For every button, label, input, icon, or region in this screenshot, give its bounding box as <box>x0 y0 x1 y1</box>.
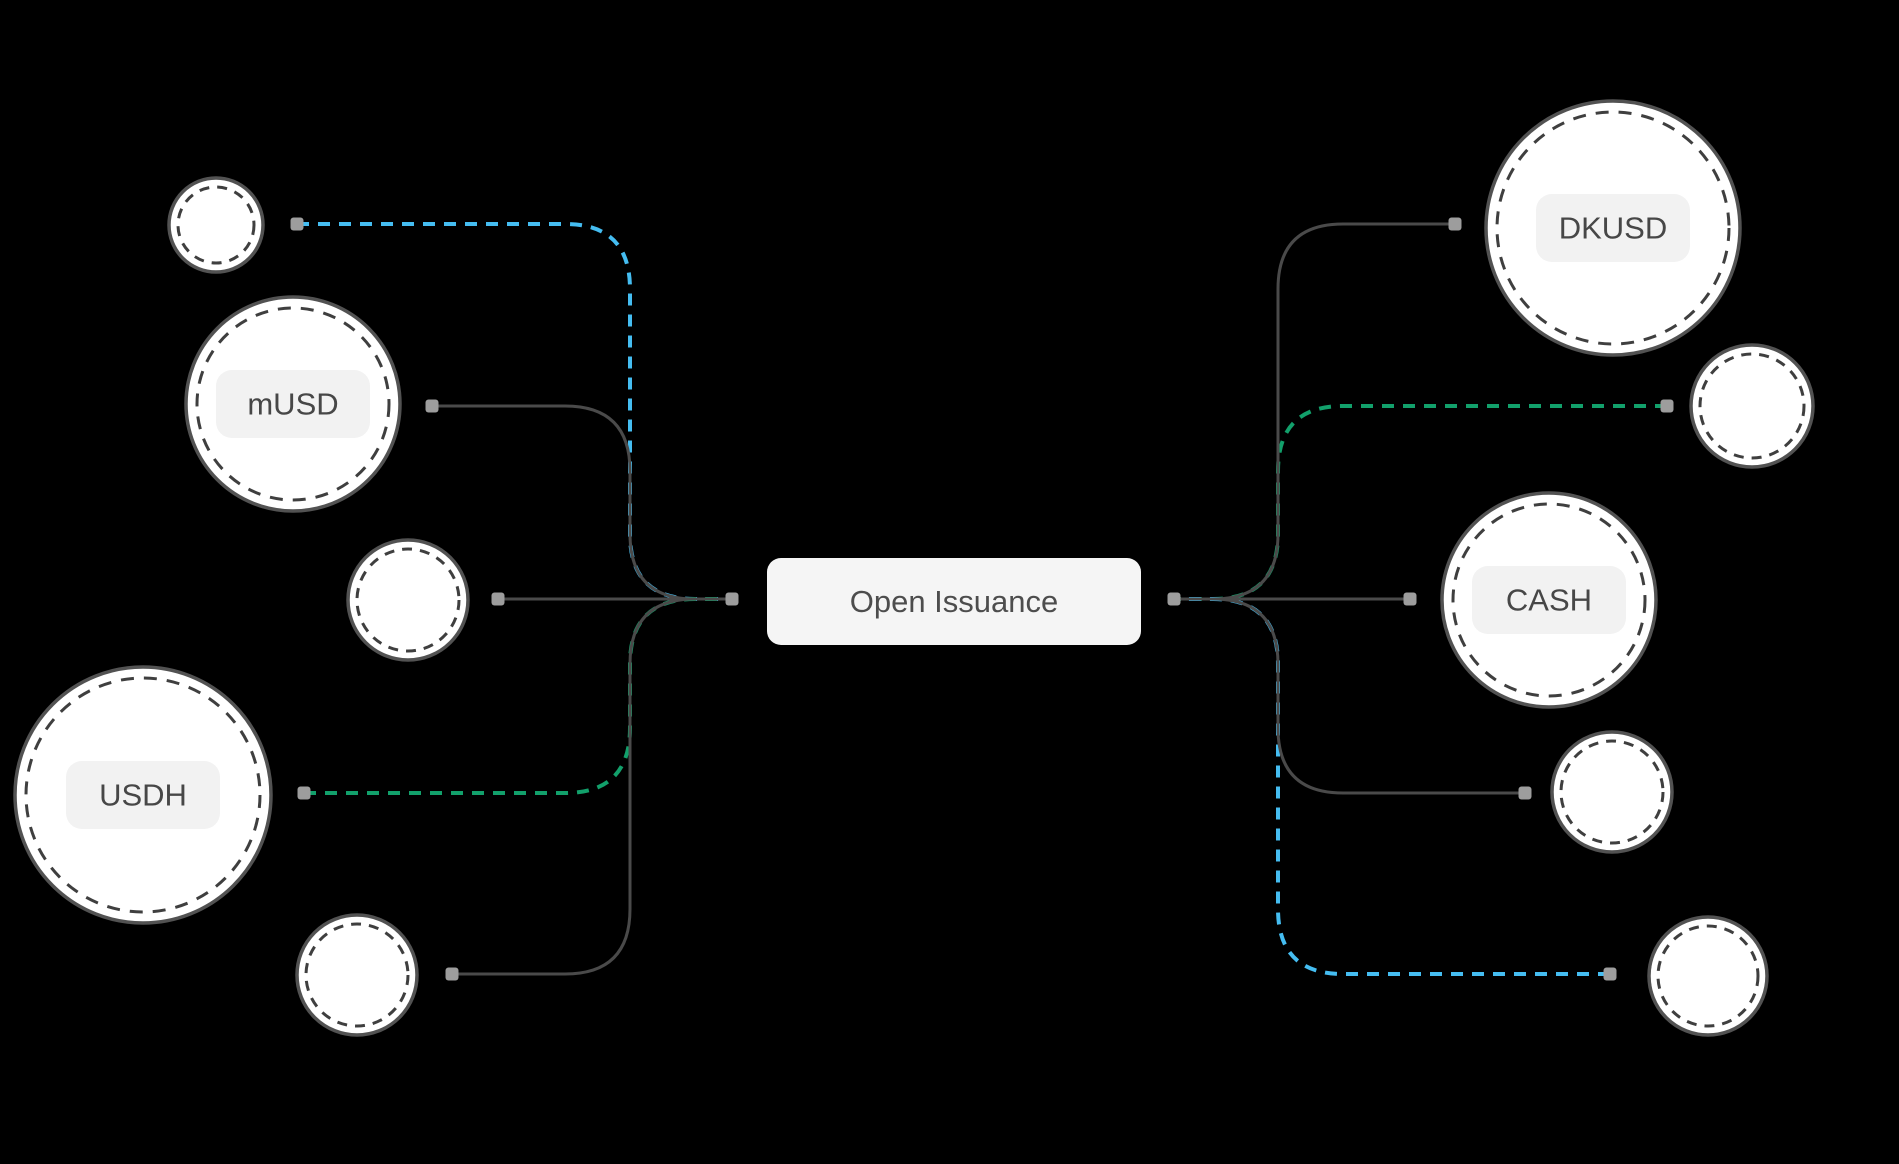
connector-square-right-lower <box>1518 786 1532 800</box>
center-connector-square-right <box>1167 592 1181 606</box>
squares-layer <box>290 217 1674 981</box>
node-label-pill <box>1536 194 1690 262</box>
node-right-upper[interactable] <box>1689 343 1815 469</box>
connector-square-left-bottom <box>445 967 459 981</box>
node-right-lower[interactable] <box>1550 730 1674 854</box>
node-usdh[interactable]: USDH <box>13 665 273 925</box>
node-label-pill <box>216 370 370 438</box>
node-cash[interactable]: CASH <box>1440 491 1658 709</box>
node-dashed-ring <box>1495 110 1731 346</box>
connector-square-cash <box>1403 592 1417 606</box>
node-dashed-ring <box>176 185 256 265</box>
node-circle[interactable] <box>167 176 265 274</box>
node-label: DKUSD <box>1559 211 1668 246</box>
node-label: USDH <box>99 778 187 813</box>
node-label: CASH <box>1506 583 1592 618</box>
edge-left-bottom <box>452 597 732 976</box>
center-connector-square-left <box>725 592 739 606</box>
node-left-middle[interactable] <box>346 538 470 662</box>
node-dashed-ring <box>1698 352 1806 460</box>
node-circle[interactable] <box>295 913 419 1037</box>
node-dashed-ring <box>195 306 391 502</box>
node-circle[interactable] <box>1550 730 1674 854</box>
node-label: mUSD <box>247 387 338 422</box>
center-node-box[interactable] <box>767 558 1141 645</box>
node-circle[interactable] <box>346 538 470 662</box>
node-dkusd[interactable]: DKUSD <box>1484 99 1742 357</box>
connector-square-dkusd <box>1448 217 1462 231</box>
node-right-bottom[interactable] <box>1647 915 1769 1037</box>
connector-square-left-middle <box>491 592 505 606</box>
node-label-pill <box>1472 566 1626 634</box>
node-left-bottom[interactable] <box>295 913 419 1037</box>
edge-dkusd <box>1174 222 1455 601</box>
edge-right-lower <box>1174 597 1525 795</box>
node-circle[interactable] <box>1689 343 1815 469</box>
connector-square-left-top <box>290 217 304 231</box>
node-musd[interactable]: mUSD <box>184 295 402 513</box>
node-dashed-ring <box>1451 502 1647 698</box>
node-dashed-ring <box>24 676 262 914</box>
edge-musd <box>432 404 732 601</box>
nodes-layer: mUSD USDH DKUSD CASH <box>13 99 1815 1037</box>
center-node-label: Open Issuance <box>850 584 1059 619</box>
node-dashed-ring <box>355 547 461 653</box>
node-circle[interactable] <box>1647 915 1769 1037</box>
center-node-layer: Open Issuance <box>767 558 1141 645</box>
node-dashed-ring <box>304 922 410 1028</box>
node-dashed-ring <box>1559 739 1665 845</box>
edges-solid-layer <box>432 222 1525 976</box>
connector-square-right-bottom <box>1603 967 1617 981</box>
connector-square-musd <box>425 399 439 413</box>
connector-square-right-upper <box>1660 399 1674 413</box>
node-dashed-ring <box>1656 924 1760 1028</box>
node-left-top[interactable] <box>167 176 265 274</box>
node-label-pill <box>66 761 220 829</box>
connector-square-usdh <box>297 786 311 800</box>
